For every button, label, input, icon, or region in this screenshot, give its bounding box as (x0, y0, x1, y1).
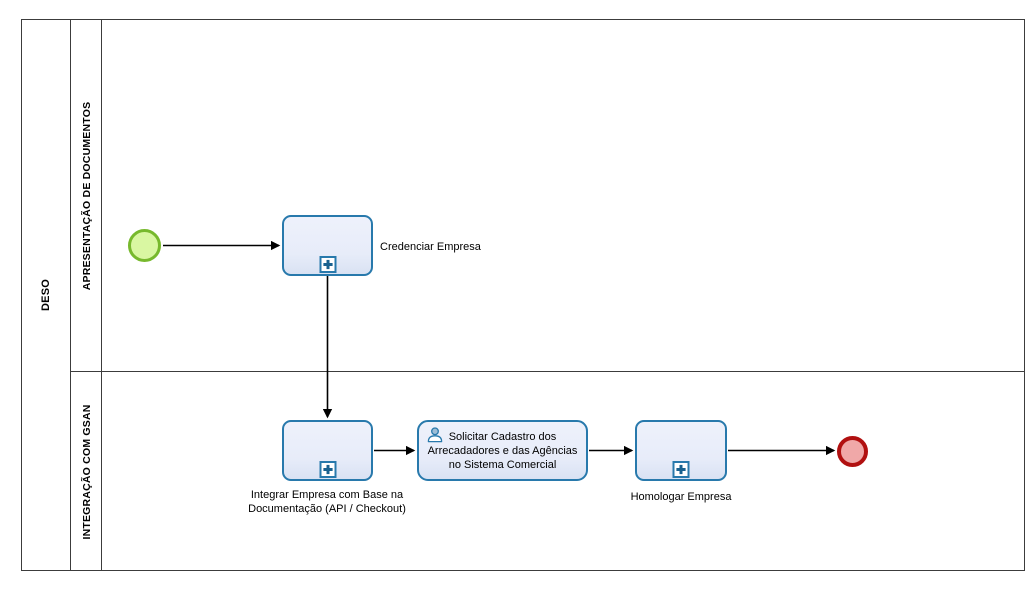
task-solicitar-label-line1: Solicitar Cadastro dos (448, 430, 557, 443)
task-integrar-empresa[interactable] (282, 420, 373, 481)
task-integrar-label-line1: Integrar Empresa com Base na (250, 489, 404, 501)
task-credenciar-empresa[interactable] (282, 215, 373, 276)
task-solicitar-cadastro[interactable]: Solicitar Cadastro dos Arrecadadores e d… (417, 420, 588, 481)
lane-integracao-header: INTEGRAÇÃO COM GSAN (71, 372, 102, 571)
plus-icon (322, 259, 333, 270)
task-homologar-empresa[interactable] (635, 420, 727, 481)
task-credenciar-label: Credenciar Empresa (380, 241, 481, 253)
task-integrar-label-line2: Documentação (API / Checkout) (248, 503, 406, 515)
task-solicitar-label-line3: no Sistema Comercial (448, 458, 557, 471)
lane-divider (71, 371, 1025, 372)
pool-header: DESO (22, 20, 71, 570)
lane-integracao-label: INTEGRAÇÃO COM GSAN (80, 403, 93, 540)
plus-icon (676, 464, 686, 475)
start-event[interactable] (128, 229, 161, 262)
pool-name: DESO (40, 279, 52, 311)
lane-header-column: APRESENTAÇÃO DE DOCUMENTOS INTEGRAÇÃO CO… (71, 20, 102, 570)
plus-icon (322, 464, 333, 475)
subprocess-marker[interactable] (672, 461, 690, 478)
subprocess-marker[interactable] (319, 461, 336, 478)
lane-apresentacao-header: APRESENTAÇÃO DE DOCUMENTOS (71, 20, 102, 371)
pool-deso: DESO APRESENTAÇÃO DE DOCUMENTOS INTEGRAÇ… (21, 19, 1025, 571)
task-homologar-label: Homologar Empresa (630, 491, 732, 503)
user-icon (427, 427, 443, 443)
task-solicitar-label: Solicitar Cadastro dos Arrecadadores e d… (419, 430, 586, 472)
task-solicitar-label-line2: Arrecadadores e das Agências (427, 444, 578, 457)
task-integrar-label: Integrar Empresa com Base na Documentaçã… (227, 488, 427, 516)
subprocess-marker[interactable] (319, 256, 336, 273)
end-event[interactable] (837, 436, 868, 467)
lane-apresentacao-label: APRESENTAÇÃO DE DOCUMENTOS (80, 101, 93, 290)
